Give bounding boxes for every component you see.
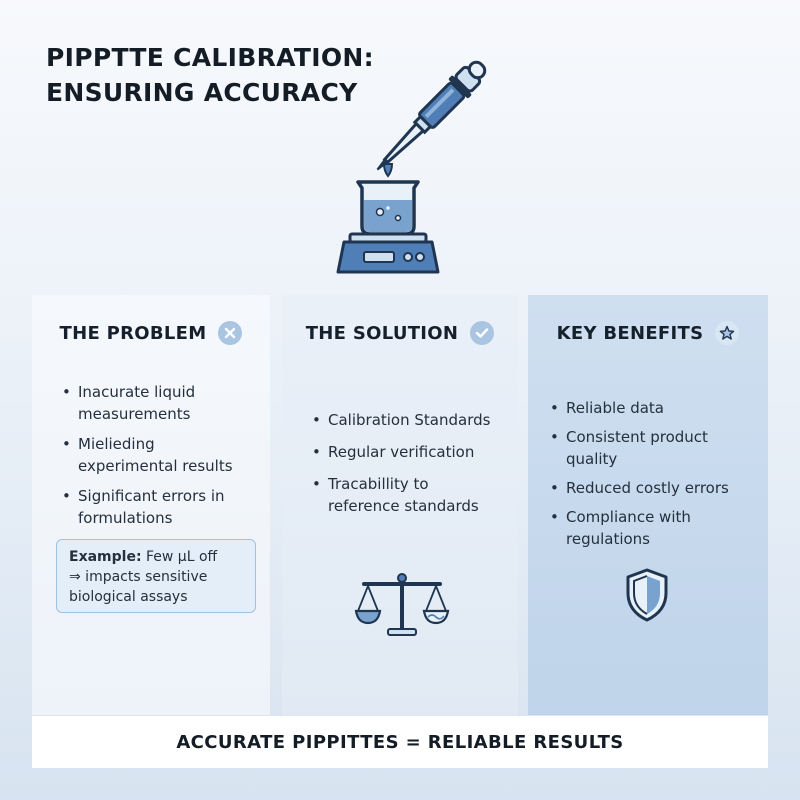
page-title: PIPPTTE CALIBRATION: ENSURING ACCURACY bbox=[46, 40, 374, 110]
list-item: Calibration Standards bbox=[312, 409, 504, 431]
problem-list: Inacurate liquid measurements Mielieding… bbox=[62, 381, 256, 537]
balance-scale-icon bbox=[354, 573, 450, 636]
solution-header: THE SOLUTION bbox=[282, 321, 518, 345]
digital-scale-icon bbox=[336, 232, 440, 274]
example-label: Example: bbox=[69, 549, 142, 565]
benefits-header: KEY BENEFITS bbox=[528, 321, 768, 345]
list-item: Reduced costly errors bbox=[550, 477, 754, 499]
example-text-1: Few µL off bbox=[146, 549, 218, 565]
check-circle-icon bbox=[470, 321, 495, 345]
benefits-title: KEY BENEFITS bbox=[556, 322, 704, 344]
list-item: Tracabillity to reference standards bbox=[312, 473, 504, 517]
x-circle-icon bbox=[218, 321, 243, 345]
list-item: Compliance with regulations bbox=[550, 506, 754, 550]
pipette-beaker-illustration bbox=[336, 60, 487, 274]
pipette-icon bbox=[376, 60, 487, 171]
list-item: Inacurate liquid measurements bbox=[62, 381, 256, 425]
title-line-2: ENSURING ACCURACY bbox=[46, 78, 358, 107]
footer-text: ACCURATE PIPPITTES = RELIABLE RESULTS bbox=[176, 731, 624, 753]
problem-title: THE PROBLEM bbox=[59, 322, 207, 344]
benefits-panel: KEY BENEFITS Reliable data Consistent pr… bbox=[528, 295, 768, 715]
benefits-list: Reliable data Consistent product quality… bbox=[550, 397, 754, 557]
problem-header: THE PROBLEM bbox=[32, 321, 270, 345]
list-item: Mielieding experimental results bbox=[62, 433, 256, 477]
shield-icon bbox=[626, 568, 668, 622]
solution-title: THE SOLUTION bbox=[305, 322, 459, 344]
list-item: Reliable data bbox=[550, 397, 754, 419]
list-item: Significant errors in formulations bbox=[62, 485, 256, 529]
footer-banner: ACCURATE PIPPITTES = RELIABLE RESULTS bbox=[32, 716, 768, 768]
star-icon bbox=[715, 321, 740, 345]
beaker-icon bbox=[356, 180, 420, 236]
droplet-icon bbox=[382, 163, 394, 178]
list-item: Regular verification bbox=[312, 441, 504, 463]
problem-panel: THE PROBLEM Inacurate liquid measurement… bbox=[32, 295, 270, 715]
title-line-1: PIPPTTE CALIBRATION: bbox=[46, 43, 374, 72]
solution-panel: THE SOLUTION Calibration Standards Regul… bbox=[282, 295, 518, 715]
solution-list: Calibration Standards Regular verificati… bbox=[312, 409, 504, 527]
example-callout: Example: Few µL off ⇒ impacts sensitive … bbox=[56, 539, 256, 613]
list-item: Consistent product quality bbox=[550, 426, 754, 470]
example-text-2: ⇒ impacts sensitive biological assays bbox=[69, 569, 208, 605]
